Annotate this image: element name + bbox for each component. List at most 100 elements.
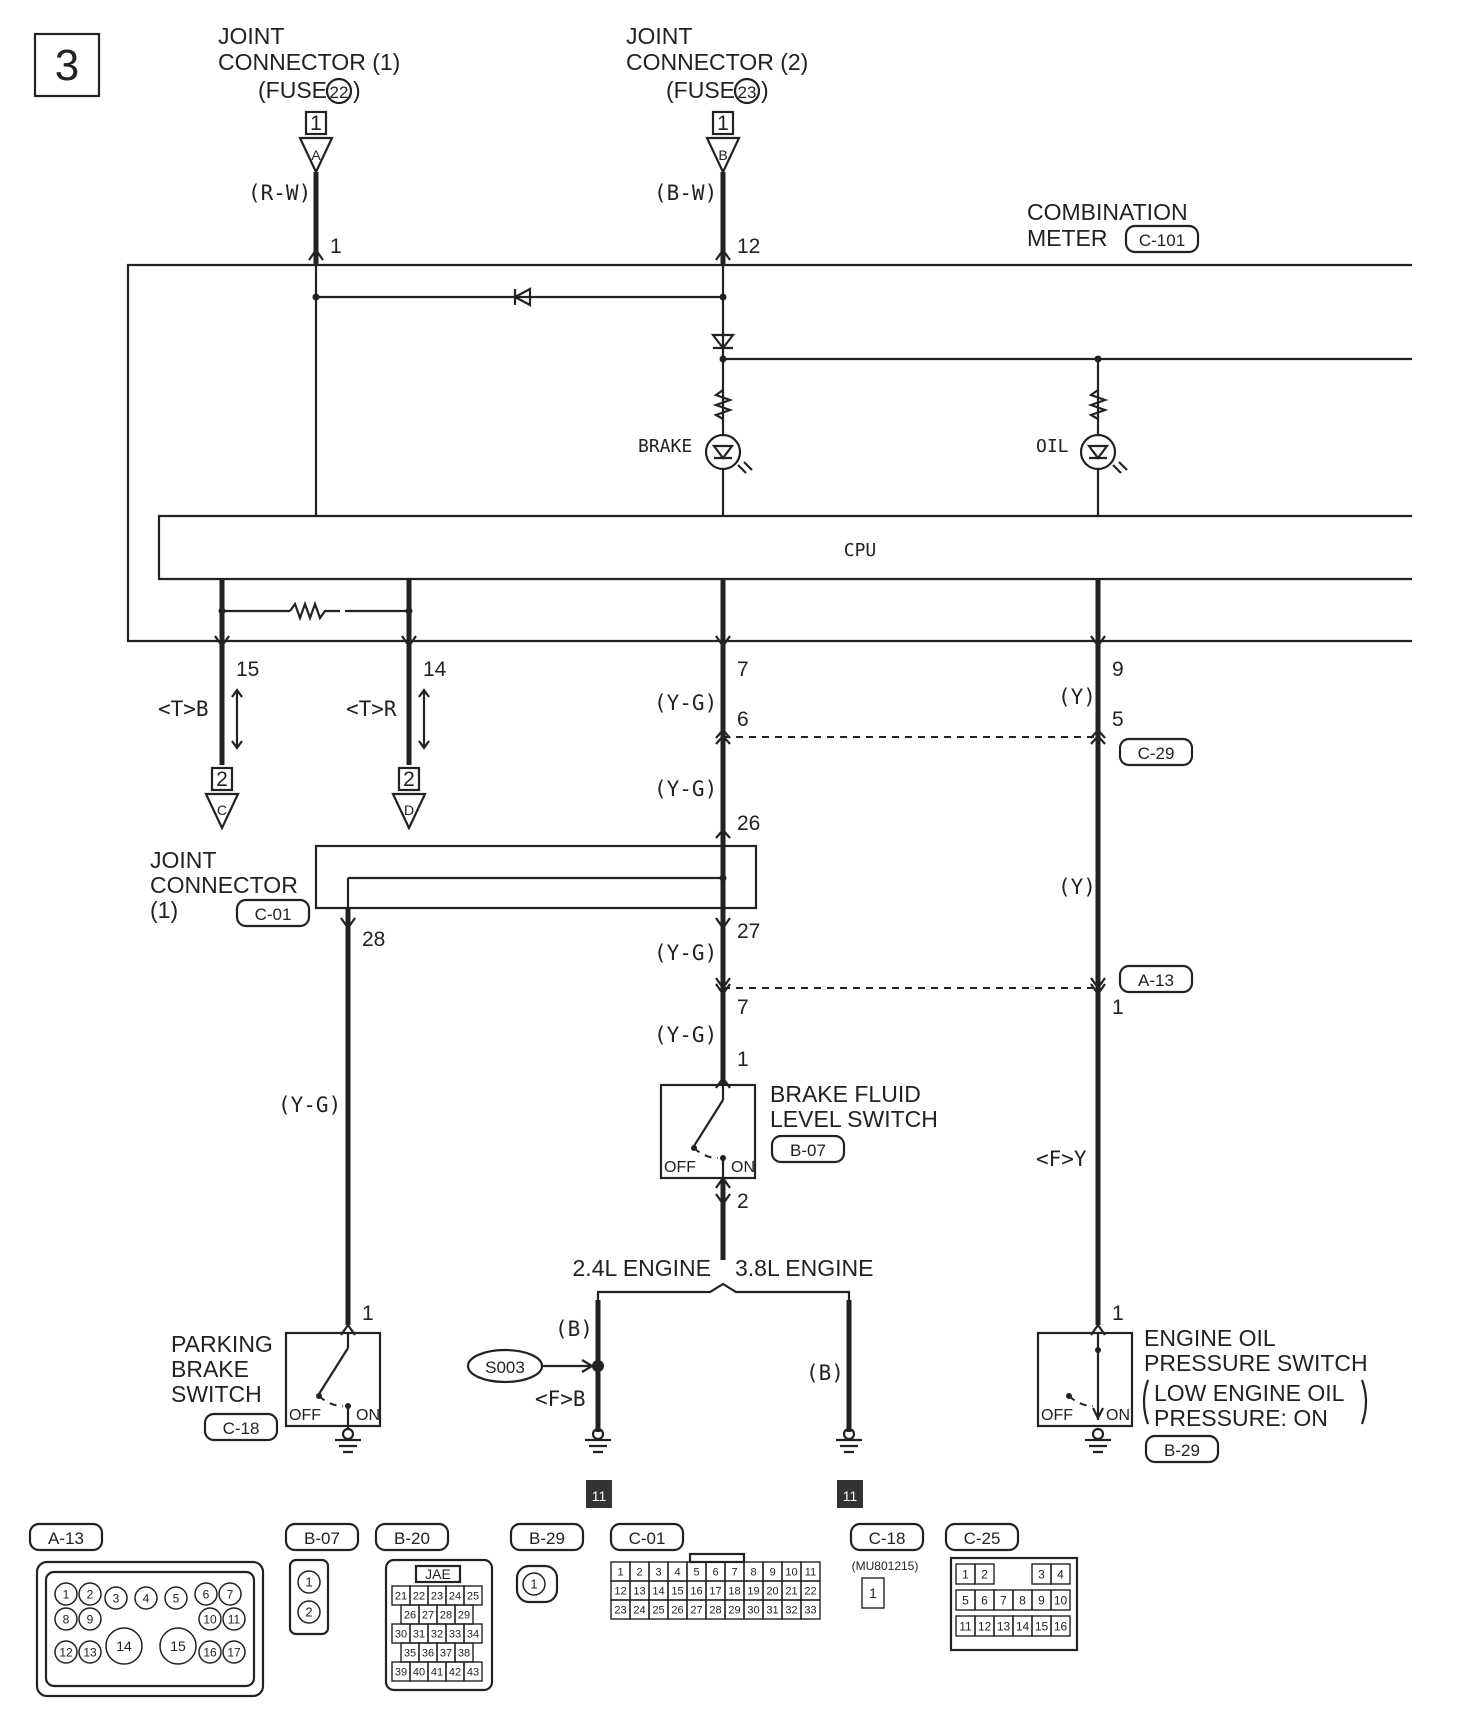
oil-lamp-label: OIL: [1036, 436, 1069, 457]
b20-pin: 26: [404, 1609, 416, 1621]
b20-pin: 42: [449, 1666, 461, 1678]
b20-pin: 36: [422, 1647, 434, 1659]
jc-mid-line1: JOINT: [150, 847, 216, 873]
c25-pin: 8: [1019, 1593, 1026, 1607]
c01-pin: 6: [712, 1566, 718, 1578]
a13-pin: 17: [227, 1645, 241, 1659]
b20-pin: 31: [413, 1628, 425, 1640]
page-number-box: [33, 32, 101, 98]
c01-pin: 9: [769, 1566, 775, 1578]
c01-pin: 3: [655, 1566, 661, 1578]
b29-label: B-29: [1164, 1441, 1200, 1460]
a13-label: A-13: [1138, 971, 1174, 990]
cv-b07-label: B-07: [304, 1529, 340, 1548]
joint-connector-mid-box: [314, 844, 758, 910]
c01-pin: 4: [674, 1566, 680, 1578]
a13-pin: 14: [116, 1638, 132, 1654]
c01-pin: 7: [731, 1566, 737, 1578]
ref-c-arrow: [204, 792, 240, 831]
b20-pin: 25: [467, 1590, 479, 1602]
c01-pin: 21: [785, 1585, 797, 1597]
pin-2: 2: [737, 1190, 749, 1213]
b20-pin: 40: [413, 1666, 425, 1678]
ref-c-label: C: [217, 802, 227, 818]
oil-resistor: [1087, 389, 1109, 420]
jc2-fuse-suffix: ): [761, 77, 769, 103]
jc1-line1: JOINT: [218, 23, 284, 49]
ground-symbol-2: 11: [836, 1427, 863, 1508]
a13-pin: 2: [87, 1587, 94, 1601]
a13-pin: 8: [63, 1612, 70, 1626]
ground-ref-1: 11: [592, 1488, 607, 1504]
jc1-fuse-circle: [325, 77, 353, 105]
a13-pin: 16: [203, 1645, 217, 1659]
c01-pin: 22: [804, 1585, 816, 1597]
a13-pin: 5: [173, 1591, 180, 1605]
ops-line3: LOW ENGINE OIL: [1154, 1380, 1345, 1406]
a13-pin: 9: [87, 1612, 94, 1626]
pin-26: 26: [737, 812, 760, 835]
ref-d-label: D: [404, 802, 414, 818]
b20-pin: 38: [458, 1647, 470, 1659]
jc1-fuse-prefix: (FUSE: [258, 77, 327, 103]
pin-27: 27: [737, 920, 760, 943]
pin-5: 5: [1112, 708, 1124, 731]
b20-pin: 43: [467, 1666, 479, 1678]
c01-pin: 15: [671, 1585, 683, 1597]
b20-pin: 32: [431, 1628, 443, 1640]
c25-pin: 14: [1016, 1619, 1030, 1633]
pbs-on: ON: [356, 1407, 380, 1424]
cv-b20-label: B-20: [394, 1529, 430, 1548]
wire-tr-label: <T>R: [346, 697, 397, 721]
pin-12-top: 12: [737, 235, 760, 258]
ref-d-arrow: [391, 792, 427, 831]
joint-connector-2-top: JOINT CONNECTOR (2) (FUSE 23 ) 1 B: [626, 23, 808, 175]
b20-pin: 24: [449, 1590, 461, 1602]
b20-pin: 28: [440, 1609, 452, 1621]
jc2-line2: CONNECTOR (2): [626, 49, 808, 75]
c01-pin: 33: [804, 1604, 816, 1616]
wire-yg-label-1: (Y-G): [654, 691, 717, 715]
brake-lamp: [704, 433, 753, 474]
a13-pin: 7: [227, 1587, 234, 1601]
c25-pin: 9: [1038, 1593, 1045, 1607]
jc2-ref: 1: [717, 112, 729, 135]
b07-pin: 2: [305, 1605, 312, 1620]
diode-vertical: [710, 333, 736, 350]
wire-fb-label: <F>B: [535, 1387, 586, 1411]
b20-pin: 22: [413, 1590, 425, 1602]
c25-pin: 4: [1057, 1567, 1064, 1581]
engine-3-8l: 3.8L ENGINE: [735, 1255, 873, 1281]
c01-pin: 26: [671, 1604, 683, 1616]
brake-resistor: [712, 389, 734, 420]
jc1-fuse-num: 22: [330, 83, 349, 102]
c01-pin: 18: [728, 1585, 740, 1597]
c25-pin: 3: [1038, 1567, 1045, 1581]
c25-pin: 15: [1035, 1619, 1049, 1633]
a13-pin: 3: [113, 1591, 120, 1605]
ops-line4: PRESSURE: ON: [1154, 1405, 1328, 1431]
c25-pin: 6: [981, 1593, 988, 1607]
jc2-line1: JOINT: [626, 23, 692, 49]
wire-tb-label: <T>B: [158, 697, 209, 721]
c01-label: C-01: [255, 905, 292, 924]
meter-resistor: [289, 600, 340, 622]
bfl-line1: BRAKE FLUID: [770, 1081, 921, 1107]
ground-ref-2: 11: [843, 1488, 858, 1504]
jc1-ref-box: [304, 110, 328, 136]
c01-pin: 31: [766, 1604, 778, 1616]
c25-pin: 11: [959, 1619, 972, 1633]
jc-mid-line2: CONNECTOR: [150, 872, 298, 898]
c25-pin: 12: [978, 1619, 992, 1633]
c01-pin: 25: [652, 1604, 664, 1616]
pbs-off: OFF: [289, 1407, 321, 1424]
c25-pin: 16: [1054, 1619, 1068, 1633]
jc1-ref: 1: [310, 112, 322, 135]
a13-pin: 13: [83, 1645, 97, 1659]
wire-rw-label: (R-W): [248, 181, 311, 205]
c01-pin: 11: [805, 1566, 816, 1578]
